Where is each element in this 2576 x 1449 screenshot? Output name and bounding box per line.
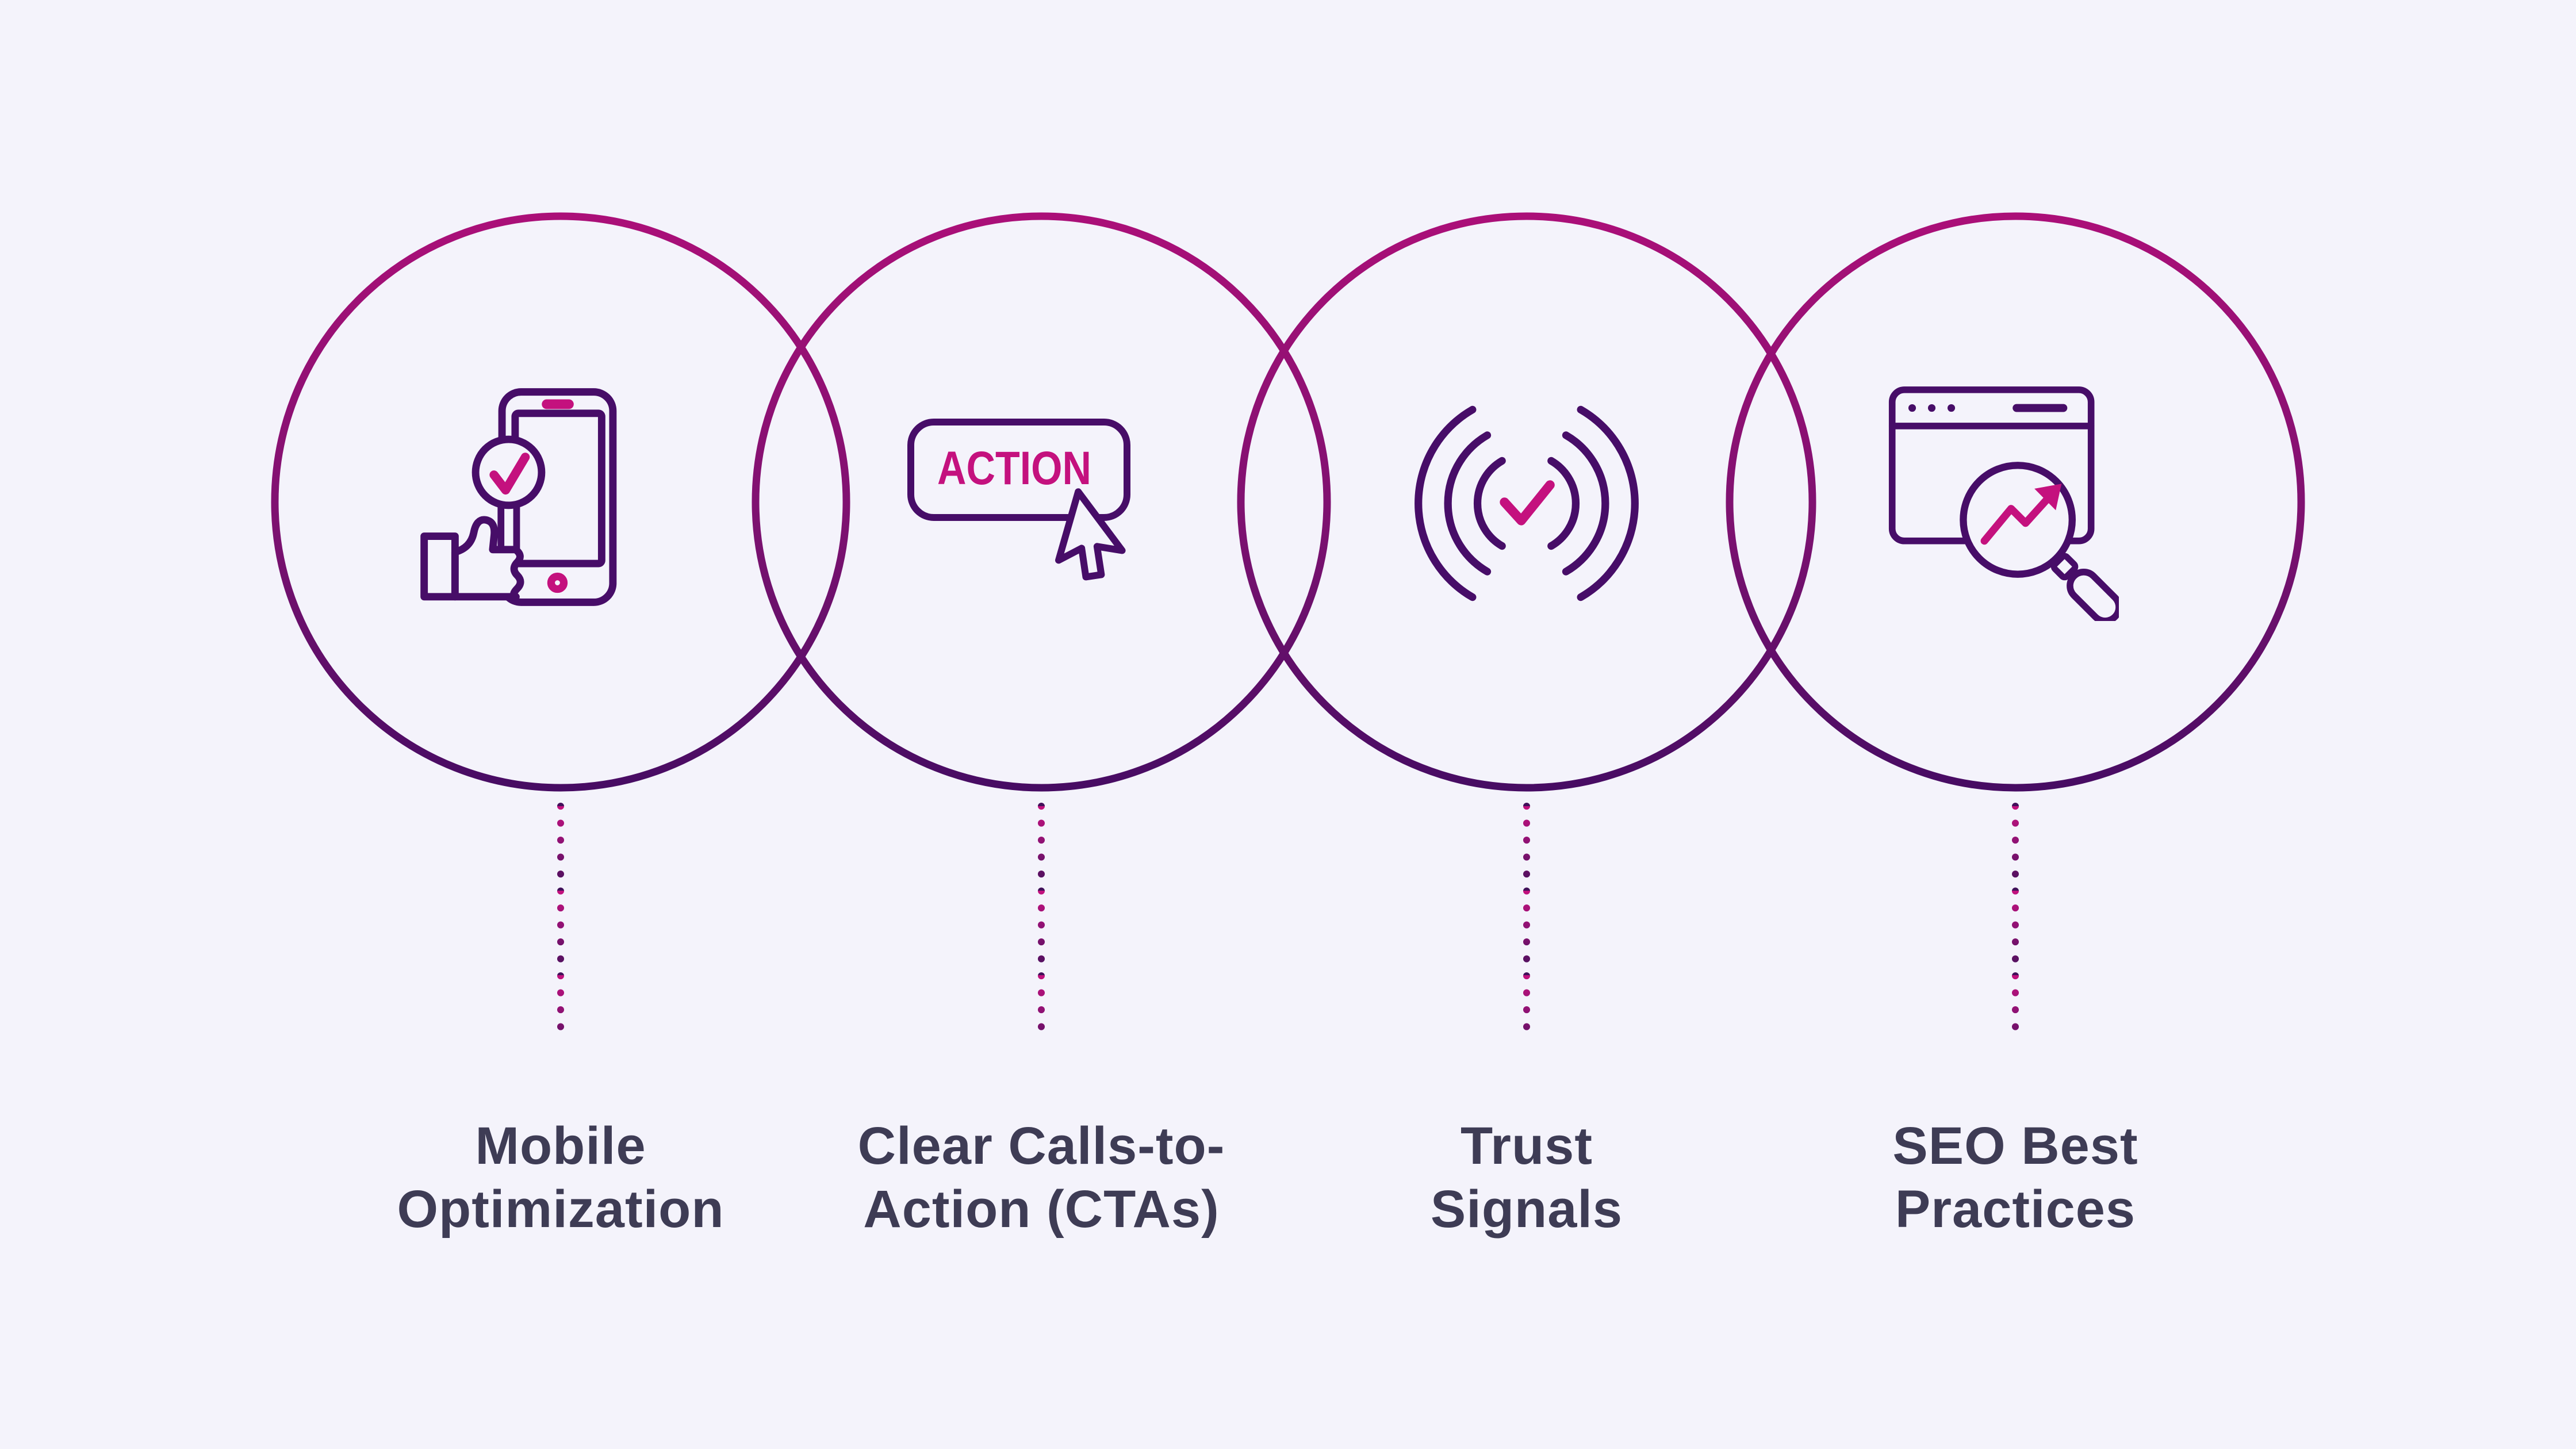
magnifier-handle <box>2050 553 2119 621</box>
signal-arc-right-middle <box>1562 431 1609 576</box>
trend-line <box>1980 496 2050 545</box>
label-line: Action (CTAs) <box>863 1180 1220 1239</box>
circle-clear-ctas <box>752 212 1331 792</box>
circle-mobile-optimization <box>271 212 850 792</box>
browser-magnifier-trend-icon <box>1888 386 2119 621</box>
magnifier-handle-joint <box>2050 553 2079 581</box>
action-button-outline <box>907 419 1130 521</box>
circle-trust-signals <box>1237 212 1816 792</box>
signal-arc-right-inner <box>1547 457 1580 550</box>
cursor-icon <box>1055 488 1126 581</box>
item-label-trust-signals: Trust Signals <box>1291 1114 1762 1241</box>
browser-dot-3 <box>1947 404 1956 412</box>
browser-dot-1 <box>1908 404 1916 412</box>
label-line: Clear Calls-to- <box>857 1117 1225 1175</box>
signal-arc-left-outer <box>1414 405 1477 601</box>
signal-arc-right-outer <box>1577 405 1639 601</box>
label-line: SEO Best <box>1892 1117 2138 1175</box>
item-label-mobile-optimization: Mobile Optimization <box>325 1114 796 1241</box>
magnifier-handle-grip <box>2067 569 2119 621</box>
action-button-label: ACTION <box>937 442 1091 494</box>
checkmark-icon <box>1500 480 1555 526</box>
item-label-clear-ctas: Clear Calls-to- Action (CTAs) <box>806 1114 1277 1241</box>
signal-waves-check-icon <box>1414 405 1639 601</box>
label-line: Mobile <box>475 1117 646 1175</box>
signal-arc-left-inner <box>1473 457 1506 550</box>
phone-home-button <box>547 572 568 593</box>
circle-seo-best-practices <box>1726 212 2305 792</box>
thumbs-up-cuff <box>420 532 459 601</box>
label-line: Signals <box>1430 1180 1623 1239</box>
browser-dot-2 <box>1927 404 1936 412</box>
check-badge-circle <box>471 435 546 509</box>
action-button-cursor-icon: ACTION <box>907 419 1130 581</box>
trend-arrowhead <box>2034 484 2062 511</box>
thumbs-up-hand <box>451 516 524 601</box>
label-line: Trust <box>1460 1117 1593 1175</box>
item-label-seo-best-practices: SEO Best Practices <box>1780 1114 2251 1241</box>
signal-arc-left-middle <box>1444 431 1492 576</box>
phone-thumbs-up-check-icon <box>420 388 617 606</box>
label-line: Optimization <box>397 1180 724 1239</box>
label-line: Practices <box>1895 1180 2136 1239</box>
checkmark-icon <box>489 453 530 495</box>
